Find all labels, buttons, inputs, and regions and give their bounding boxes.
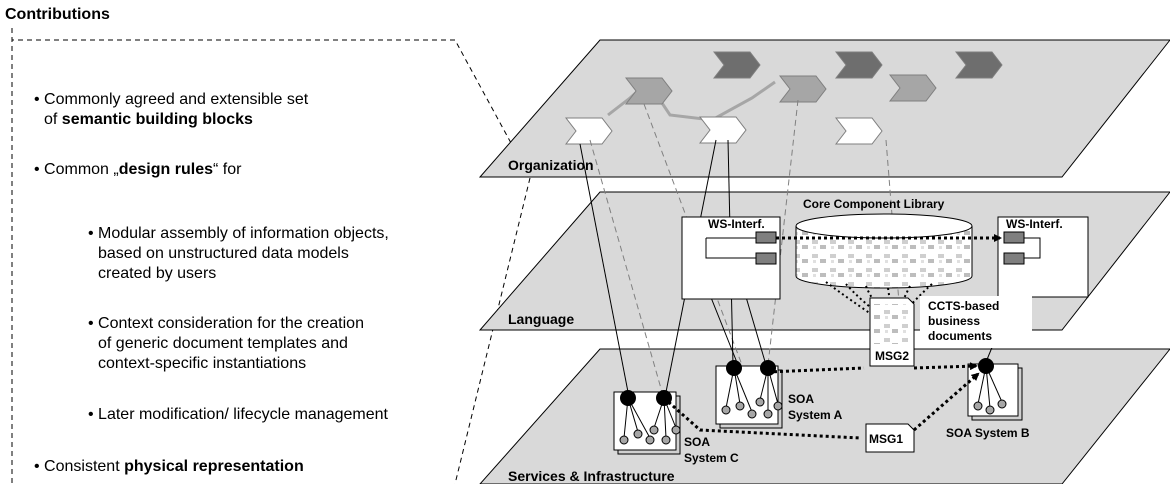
bullet-text: • Commonly agreed and extensible set <box>34 91 309 108</box>
organization-plane <box>478 39 1170 178</box>
msg1-to-b-arrow <box>913 372 980 432</box>
contributions-heading: Contributions <box>5 6 110 23</box>
callout-top-edge <box>11 28 531 179</box>
ccts-label-box <box>920 296 1032 348</box>
soa-system-a <box>715 360 783 429</box>
msg1-document <box>865 423 915 453</box>
callout-right-edge <box>454 177 531 484</box>
process-step-chevron <box>564 117 613 145</box>
bullet-text: • Modular assembly of information object… <box>88 225 389 242</box>
process-step-chevron <box>834 117 883 145</box>
dashed-link <box>767 99 799 366</box>
soa-system-a-label2: System A <box>788 408 843 422</box>
organization-label: Organization <box>508 157 594 173</box>
ws-interface-left-wire <box>705 238 756 259</box>
ws-interface-right-port <box>1003 231 1025 244</box>
ccts-label-line3: documents <box>928 329 992 343</box>
soa-system-b-label: SOA System B <box>946 426 1030 440</box>
bullet-bold: physical representation <box>124 458 304 475</box>
sub-bullet-modular: • Modular assembly of information object… <box>88 224 389 284</box>
ws-interface-left-label: WS-Interf. <box>708 217 765 231</box>
bullet-design-rules: • Common „design rules“ for <box>34 160 241 180</box>
ws-interface-right-port <box>1003 252 1025 265</box>
process-step-chevron <box>888 74 937 102</box>
bullet-text: • Common „ <box>34 161 119 178</box>
bullet-bold: design rules <box>118 161 213 178</box>
solid-link <box>579 143 629 393</box>
process-step-chevron <box>624 77 673 105</box>
soa-system-c-label2: System C <box>684 451 739 465</box>
msg1-flow-path <box>663 396 861 440</box>
soa-system-c <box>613 390 681 455</box>
core-component-library-label: Core Component Library <box>803 197 945 211</box>
process-step-chevron <box>954 51 1003 79</box>
bullet-physical-representation: • Consistent physical representation <box>34 457 304 477</box>
ws-interface-right-wire <box>1024 237 1041 259</box>
services-label: Services & Infrastructure <box>508 468 675 484</box>
ccts-label-line2: business <box>928 314 980 328</box>
bullet-text: • Context consideration for the creation <box>88 315 364 332</box>
ccts-label-line1: CCTS-based <box>928 299 999 313</box>
dashed-link <box>589 139 663 393</box>
ws-interface-left-port <box>755 231 777 244</box>
msg2-flow-path <box>767 366 865 374</box>
bullet-bold: semantic building blocks <box>61 111 253 128</box>
soa-system-a-label1: SOA <box>788 392 814 406</box>
msg2-document <box>869 297 915 367</box>
ws-interface-right-label: WS-Interf. <box>1006 217 1063 231</box>
msg1-label: MSG1 <box>869 432 903 446</box>
dashed-link <box>643 103 743 366</box>
process-step-chevron <box>712 51 761 79</box>
sub-bullet-context: • Context consideration for the creation… <box>88 314 364 374</box>
process-step-chevron <box>778 75 827 103</box>
bullet-text: • Consistent <box>34 458 125 475</box>
msg2-label: MSG2 <box>875 349 909 363</box>
process-step-chevron <box>698 116 747 144</box>
bullet-text-line2: of semantic building blocks <box>34 110 308 130</box>
process-step-chevron <box>834 51 883 79</box>
soa-system-b <box>967 358 1023 421</box>
bullet-text: “ for <box>212 161 242 178</box>
soa-system-c-label1: SOA <box>684 435 710 449</box>
language-label: Language <box>508 311 574 327</box>
bullet-text: created by users <box>98 265 217 282</box>
sub-bullet-lifecycle: • Later modification/ lifecycle manageme… <box>88 406 388 423</box>
library-to-msg2-link <box>825 281 881 321</box>
ws-interface-left-port <box>755 252 777 265</box>
msg2-to-b-arrow <box>913 362 978 371</box>
bullet-text: of generic document templates and <box>98 335 348 352</box>
bullet-text: context-specific instantiations <box>98 355 307 372</box>
core-component-library-cylinder <box>795 213 973 289</box>
bullet-text: of <box>44 111 62 128</box>
bullet-building-blocks: • Commonly agreed and extensible set of … <box>34 90 308 130</box>
bullet-text: based on unstructured data models <box>98 245 349 262</box>
